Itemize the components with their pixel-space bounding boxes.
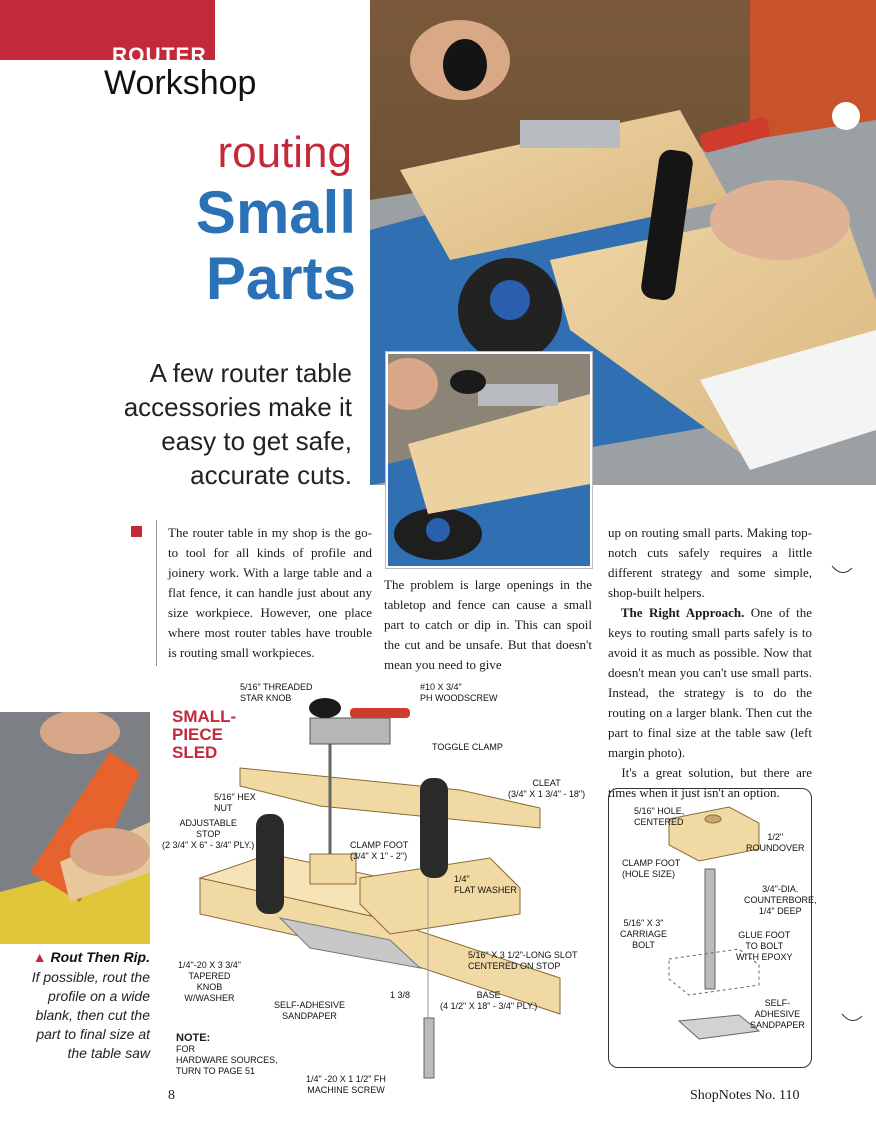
label-base: BASE (4 1/2" x 18" - 3/4" Ply.)	[440, 990, 538, 1011]
caption-body: If possible, rout the profile on a wide …	[31, 969, 150, 1061]
label-cleat: CLEAT (3/4" x 1 3/4" - 18")	[508, 778, 586, 799]
inset-photo	[386, 352, 592, 568]
title-small: Small	[195, 179, 356, 246]
label-clamp-foot: CLAMP FOOT (3/4" x 1" - 2")	[350, 840, 409, 861]
margin-photo	[0, 712, 150, 944]
sled-title: SMALL- PIECE SLED	[172, 707, 237, 762]
label-adjustable-stop: ADJUSTABLE STOP (2 3/4" x 6" - 3/4" Ply.…	[162, 818, 255, 850]
foot-label-sandpaper: SELF- ADHESIVE SANDPAPER	[750, 998, 805, 1030]
label-slot: 5/16" x 3 1/2"-LONG SLOT CENTERED ON STO…	[468, 950, 578, 971]
sled-diagram	[160, 678, 600, 1100]
foot-label-counterbore: 3/4"-DIA. COUNTERBORE, 1/4" DEEP	[744, 884, 817, 916]
title-parts: Parts	[205, 245, 356, 312]
triangle-icon: ▲	[32, 949, 51, 965]
section-marker	[131, 526, 142, 537]
label-flat-washer: 1/4" FLAT WASHER	[454, 874, 517, 895]
label-dimension: 1 3/8	[390, 990, 411, 1000]
brand-router: ROUTER	[112, 44, 207, 67]
folio: ShopNotes No. 110	[690, 1088, 800, 1103]
col3-runin-heading: The Right Approach.	[620, 605, 745, 620]
caption-title-text: Rout Then Rip.	[50, 949, 150, 965]
label-tapered-knob: 1/4"-20 x 3 3/4" TAPERED KNOB w/WASHER	[178, 960, 241, 1003]
col3-paragraph-1: up on routing small parts. Making top-no…	[608, 525, 812, 600]
column-rule	[156, 520, 157, 666]
foot-label-glue: GLUE FOOT TO BOLT WITH EPOXY	[736, 930, 793, 962]
body-column-2: The problem is large openings in the tab…	[384, 577, 592, 672]
foot-label-carriage-bolt: 5/16" x 3" CARRIAGE BOLT	[620, 918, 668, 950]
clamp-foot-diagram	[608, 788, 812, 1068]
body-column-1: The router table in my shop is the go-to…	[168, 525, 372, 660]
label-star-knob: 5/16" THREADED STAR KNOB	[240, 682, 313, 703]
edge-mark-icon	[841, 1013, 863, 1021]
header-red-band	[0, 0, 215, 60]
label-toggle-clamp: TOGGLE CLAMP	[432, 742, 503, 752]
note-label: NOTE:	[176, 1032, 211, 1044]
note-body: FOR HARDWARE SOURCES, TURN TO PAGE 51	[176, 1044, 278, 1076]
label-woodscrew: #10 x 3/4" Ph WOODSCREW	[420, 682, 498, 703]
label-hex-nut: 5/16" HEX NUT	[214, 792, 256, 813]
caption-title: ▲ Rout Then Rip.	[24, 949, 150, 965]
col3-paragraph-2: One of the keys to routing small parts s…	[608, 605, 813, 760]
body-column-3: up on routing small parts. Making top-no…	[608, 523, 812, 803]
foot-label-hole: 5/16" HOLE, CENTERED	[634, 806, 685, 827]
label-machine-screw: 1/4" -20 x 1 1/2" Fh MACHINE SCREW	[306, 1074, 386, 1095]
brand-workshop: Workshop	[104, 64, 257, 102]
label-sandpaper: SELF-ADHESIVE SANDPAPER	[274, 1000, 346, 1021]
title-routing: routing	[217, 128, 352, 177]
foot-label-roundover: 1/2" ROUNDOVER	[746, 832, 805, 853]
edge-mark-icon	[831, 565, 853, 573]
foot-label-clamp-foot: CLAMP FOOT (HOLE SIZE)	[622, 858, 681, 879]
page-number: 8	[168, 1088, 175, 1103]
deck-text: A few router table accessories make it e…	[123, 358, 352, 490]
